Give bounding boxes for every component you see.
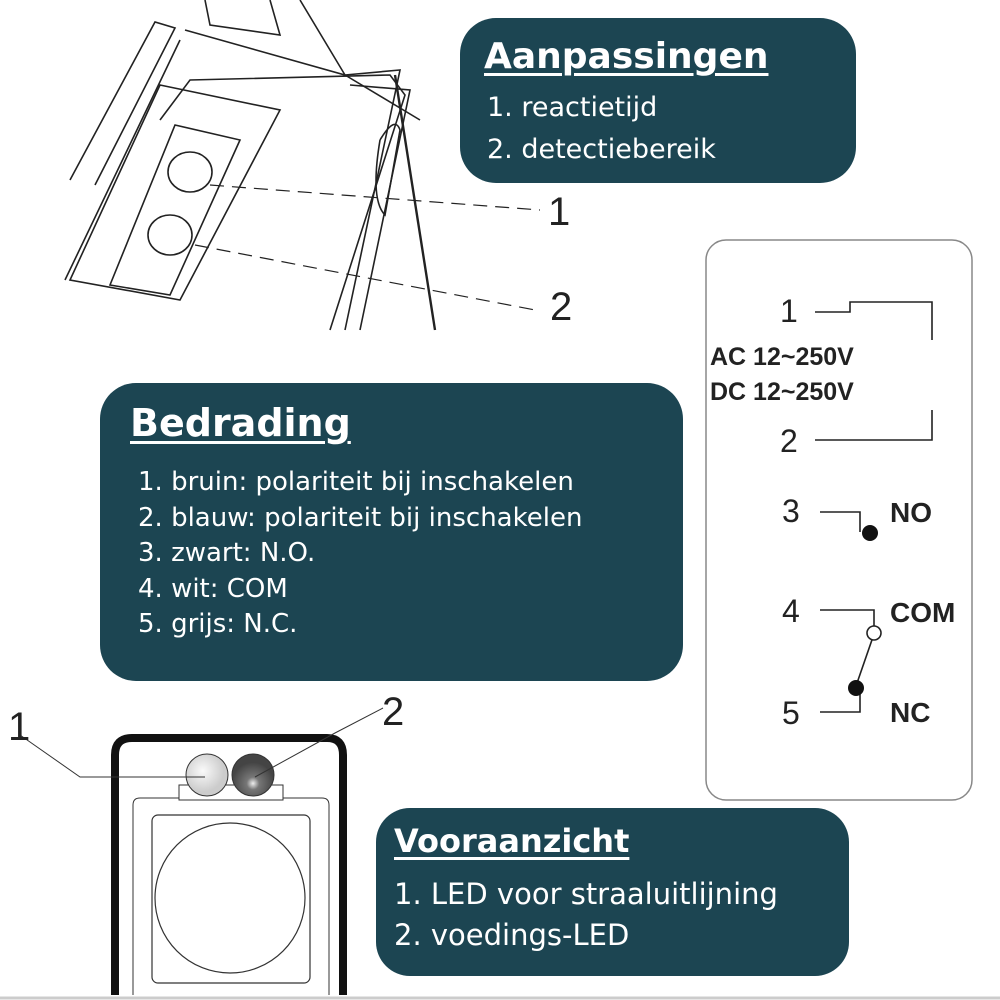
wiring-panel: Bedrading 1. bruin: polariteit bij insch… — [100, 383, 683, 681]
sensor-front-drawing — [19, 707, 384, 995]
contact-no: NO — [890, 497, 932, 528]
top-callout-2: 2 — [550, 285, 572, 329]
front-view-item: 1. LED voor straaluitlijning — [394, 877, 778, 911]
terminal-2: 2 — [780, 423, 798, 459]
adjustment-item: 1. reactietijd — [487, 92, 658, 123]
terminal-4: 4 — [782, 593, 800, 629]
supply-ac: AC 12~250V — [710, 343, 854, 371]
contact-nc: NC — [890, 697, 930, 728]
no-contact-dot — [862, 525, 878, 541]
front-callout-2: 2 — [382, 690, 404, 734]
terminal-3: 3 — [782, 493, 800, 529]
wiring-item: 5. grijs: N.C. — [138, 609, 298, 639]
front-view-title: Vooraanzicht — [394, 822, 630, 860]
schematic-frame — [705, 239, 973, 801]
wiring-item: 3. zwart: N.O. — [138, 538, 316, 568]
com-contact-dot — [866, 625, 882, 641]
contact-com: COM — [890, 597, 955, 628]
adjustments-title: Aanpassingen — [484, 36, 769, 77]
supply-dc: DC 12~250V — [710, 378, 854, 406]
wiring-title: Bedrading — [130, 401, 351, 445]
schematic-wires — [815, 301, 933, 713]
top-callout-1: 1 — [548, 190, 570, 234]
sensor-top-drawing — [64, 0, 541, 331]
adjustment-item: 2. detectiebereik — [487, 134, 716, 165]
front-callout-1: 1 — [8, 705, 30, 749]
wiring-item: 1. bruin: polariteit bij inschakelen — [138, 467, 574, 497]
wiring-item: 4. wit: COM — [138, 573, 288, 604]
terminal-1: 1 — [780, 293, 798, 329]
front-view-panel: Vooraanzicht 1. LED voor straaluitlijnin… — [376, 808, 849, 976]
wiring-item: 2. blauw: polariteit bij inschakelen — [138, 502, 583, 533]
front-view-item: 2. voedings-LED — [394, 918, 630, 952]
nc-contact-dot — [848, 680, 864, 696]
adjustments-panel: Aanpassingen 1. reactietijd 2. detectieb… — [460, 18, 856, 183]
terminal-5: 5 — [782, 695, 800, 731]
